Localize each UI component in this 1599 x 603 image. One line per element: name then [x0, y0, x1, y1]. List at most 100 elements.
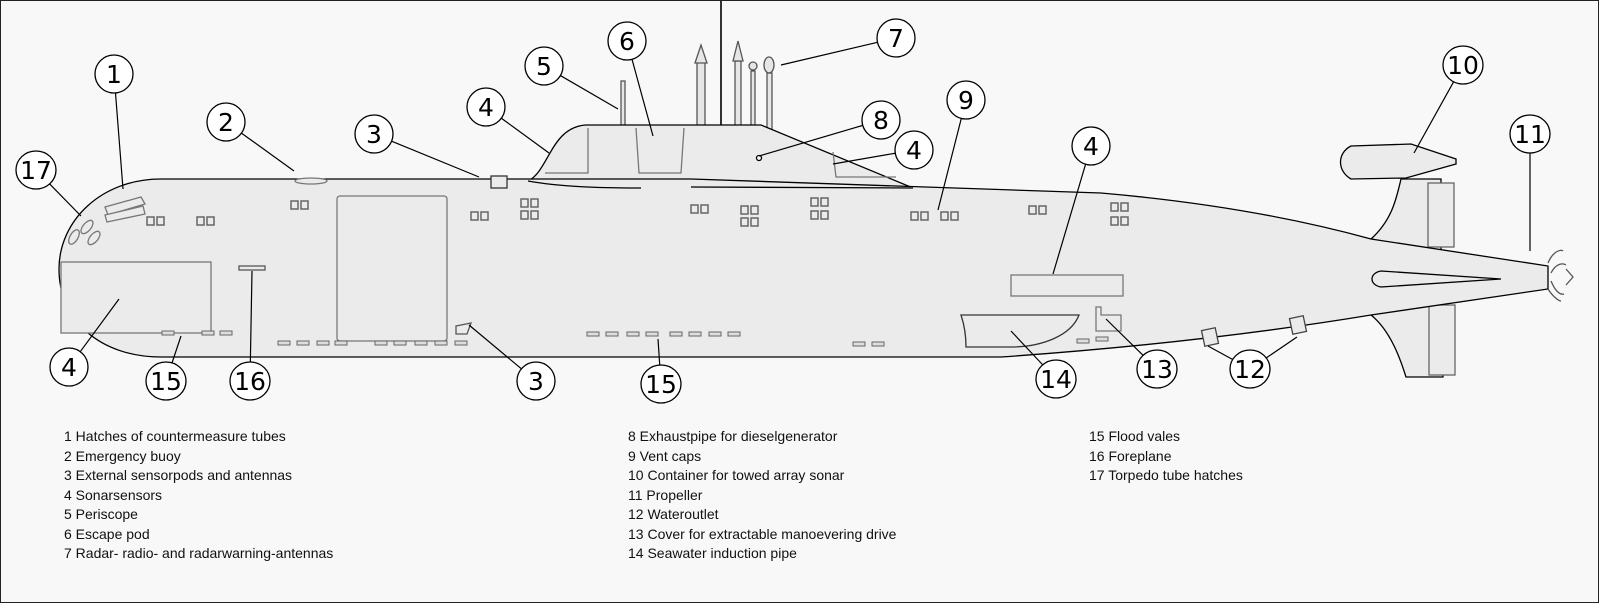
leader-line: [391, 140, 480, 178]
vent-cap: [300, 200, 309, 210]
callout-4b: 4: [832, 130, 934, 170]
flood-valve: [1095, 336, 1109, 342]
legend-column-3: 15 Flood vales 16 Foreplane 17 Torpedo t…: [1089, 427, 1243, 486]
callout-10: 10: [1413, 45, 1484, 154]
callout-number: 4: [906, 136, 922, 165]
callout-circle: [876, 18, 916, 58]
callout-5: 5: [524, 46, 619, 110]
flood-valve: [454, 340, 468, 346]
flood-valve: [1076, 338, 1090, 344]
flood-valve: [708, 331, 722, 337]
callout-circle: [94, 54, 134, 94]
callout-4c: 4: [1052, 126, 1111, 275]
flood-valve: [645, 331, 659, 337]
flood-valve: [626, 331, 640, 337]
callout-13: 13: [1105, 318, 1178, 389]
maneuvering-drive-cover: [1095, 306, 1122, 332]
callout-circle: [516, 361, 556, 401]
vent-cap: [1120, 202, 1129, 212]
callout-number: 13: [1141, 355, 1173, 384]
vent-cap: [940, 211, 949, 221]
flood-valve: [277, 340, 291, 346]
leader-line: [1105, 318, 1144, 357]
leader-line: [1010, 330, 1044, 366]
callout-number: 3: [366, 120, 382, 149]
vent-cap: [1110, 202, 1119, 212]
leader-line: [79, 298, 120, 353]
seawater-induction-pipe: [960, 314, 1080, 348]
callout-circle: [206, 102, 246, 142]
vent-cap: [520, 210, 529, 220]
callout-8: 8: [758, 100, 901, 157]
callout-number: 15: [150, 367, 182, 396]
callout-circle: [861, 100, 901, 140]
callout-circle: [1136, 349, 1178, 389]
callout-number: 3: [528, 367, 544, 396]
leader-line: [780, 41, 878, 66]
vent-cap: [290, 200, 299, 210]
callout-number: 2: [218, 108, 234, 137]
leader-line: [241, 132, 295, 172]
flood-valve: [434, 340, 448, 346]
flood-valve: [296, 340, 310, 346]
vent-cap: [810, 210, 819, 220]
legend-item: 5 Periscope: [64, 506, 138, 522]
legend-item: 10 Container for towed array sonar: [628, 467, 845, 483]
vent-cap: [1038, 205, 1047, 215]
flood-valve: [374, 340, 388, 346]
callout-number: 11: [1514, 120, 1546, 149]
callout-circle: [607, 21, 647, 61]
leader-line: [1207, 345, 1234, 361]
legend-item: 15 Flood vales: [1089, 428, 1181, 444]
leader-line: [1052, 164, 1087, 275]
flood-valve: [393, 340, 407, 346]
callout-circle: [466, 87, 506, 127]
flood-valve: [669, 331, 683, 337]
leader-line: [171, 335, 182, 364]
callout-circle: [229, 361, 271, 401]
upper-stern-fin: [1369, 178, 1442, 260]
towed-array-container: [1339, 143, 1457, 180]
flood-valve: [852, 341, 866, 347]
callout-6: 6: [607, 21, 654, 137]
leader-line: [249, 270, 253, 363]
callout-4d: 4: [49, 298, 120, 387]
flood-valve: [727, 331, 741, 337]
legend-item: 14 Seawater induction pipe: [628, 545, 797, 561]
legend-item: 3 External sensorpods and antennas: [64, 467, 293, 483]
vent-cap: [520, 198, 529, 208]
callout-2: 2: [206, 102, 295, 172]
leader-line: [1265, 336, 1298, 359]
flood-valve: [316, 340, 330, 346]
legend-item: 12 Wateroutlet: [628, 506, 719, 522]
callout-15b: 15: [640, 338, 682, 404]
countermeasure-tubes: [68, 196, 146, 246]
vent-cap: [700, 204, 709, 214]
flood-valve: [219, 330, 233, 336]
vent-cap: [740, 217, 749, 227]
callout-circle: [1071, 126, 1111, 166]
vent-cap: [820, 197, 829, 207]
vent-cap: [950, 211, 959, 221]
water-outlet: [1200, 326, 1220, 348]
vent-cap: [530, 210, 539, 220]
leader-line: [560, 75, 619, 110]
bow-sonar: [60, 261, 212, 334]
legend-item: 16 Foreplane: [1089, 447, 1172, 464]
callout-circle: [145, 361, 187, 401]
callout-number: 15: [645, 370, 677, 399]
water-outlet: [1288, 314, 1308, 336]
callout-15a: 15: [145, 335, 187, 401]
flood-valve: [871, 341, 885, 347]
propeller: [1547, 249, 1574, 302]
callout-number: 17: [20, 156, 52, 185]
leader-line: [758, 124, 863, 157]
vent-cap: [1120, 216, 1129, 226]
vent-caps: [146, 197, 1129, 227]
flank-sonar: [1010, 274, 1124, 297]
callout-number: 7: [888, 24, 904, 53]
callout-number: 14: [1040, 365, 1072, 394]
legend-item: 13 Cover for extractable manoevering dri…: [628, 525, 897, 542]
flood-valve: [414, 340, 428, 346]
